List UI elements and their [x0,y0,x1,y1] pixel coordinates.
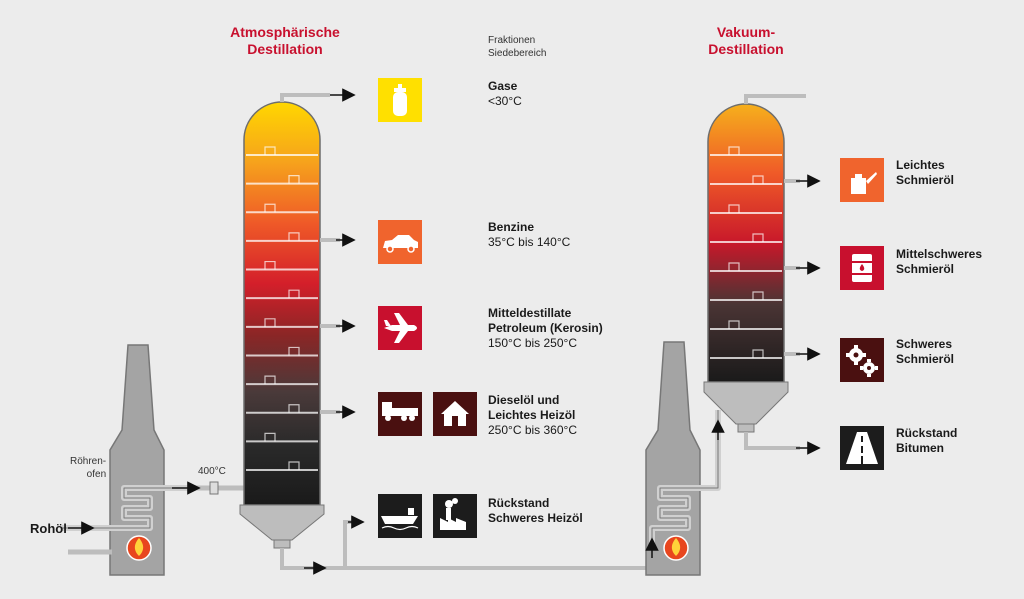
bubble-cap [264,432,276,442]
bubble-cap [264,375,276,385]
product-diesel-range: 250°C bis 360°C [488,423,577,437]
bubble-cap [288,232,300,241]
tile-gasoline [378,220,422,264]
bubble-cap [264,146,276,155]
product-gasoline: Benzine 35°C bis 140°C [488,220,570,250]
product-gases-range: <30°C [488,94,522,108]
crude-oil-label: Rohöl [30,521,67,536]
bubble-cap [728,320,740,329]
bubble-cap [752,349,764,358]
oil-can-icon [851,172,877,194]
tile-gases [378,78,422,122]
product-gasoline-name: Benzine [488,220,535,234]
title-atmospheric-line2: Destillation [247,41,323,57]
tile-bitumen [840,426,884,470]
product-residue-name: Rückstand [488,496,550,510]
factory-icon [440,498,466,530]
title-atmospheric: Atmosphärische Destillation [212,24,358,58]
bubble-cap [288,404,300,413]
product-residue-name2: Schweres Heizöl [488,511,583,525]
atmospheric-column [239,101,325,549]
product-heavy-lube-name: Schweres [896,337,953,351]
product-kerosene: Mitteldestillate Petroleum (Kerosin) 150… [488,306,603,351]
product-residue: Rückstand Schweres Heizöl [488,496,583,526]
tile-residue-factory [433,494,477,538]
vacuum-column [703,103,789,433]
bubble-cap [728,262,740,271]
product-bitumen-name2: Bitumen [896,441,944,455]
product-bitumen: Rückstand Bitumen [896,426,957,456]
bubble-cap [752,175,764,184]
temperature-label: 400°C [198,466,226,477]
product-medium-lube-name: Mittelschweres [896,247,983,261]
oil-drum-icon [852,254,872,282]
bubble-cap [728,146,740,155]
tile-heavy-lube [840,338,884,382]
bubble-cap [728,204,740,213]
header-fractions: Fraktionen [488,35,536,46]
product-heavy-lube-name2: Schmieröl [896,352,955,366]
bubble-cap [752,291,764,300]
title-vacuum-line1: Vakuum- [716,24,776,40]
product-heavy-lube: Schweres Schmieröl [896,337,954,367]
product-medium-lube: Mittelschweres Schmieröl [896,247,982,277]
product-diesel-name: Dieselöl und [488,393,560,407]
bubble-cap [288,175,300,184]
airplane-icon [384,313,417,343]
furnace-label: Röhren- ofen [70,455,106,481]
valve [209,481,219,495]
product-light-lube: Leichtes Schmieröl [896,158,954,188]
furnace-2 [645,341,725,576]
tile-diesel-truck [378,392,422,436]
product-gases: Gase <30°C [488,79,522,109]
bubble-cap [288,346,300,356]
ship-icon [381,508,419,531]
product-kerosene-name2: Petroleum (Kerosin) [488,321,603,335]
gas-cylinder-icon [393,84,407,116]
product-light-lube-name: Leichtes [896,158,945,172]
bubble-cap [752,233,764,242]
product-kerosene-range: 150°C bis 250°C [488,336,577,350]
tile-diesel-house [433,392,477,436]
product-diesel-name2: Leichtes Heizöl [488,408,576,422]
product-kerosene-name: Mitteldestillate [488,306,572,320]
flame-icon [126,535,152,561]
title-atmospheric-line1: Atmosphärische [230,24,340,40]
tile-light-lube [840,158,884,202]
bubble-cap [288,289,300,299]
car-icon [383,235,418,253]
tile-medium-lube [840,246,884,290]
road-icon [846,432,878,464]
title-vacuum: Vakuum- Destillation [676,24,816,58]
bubble-cap [264,203,276,213]
product-light-lube-name2: Schmieröl [896,173,955,187]
truck-icon [382,402,418,421]
product-medium-lube-name2: Schmieröl [896,262,955,276]
bubble-cap [264,318,276,327]
tile-kerosene [378,306,422,350]
furnace-label-line1: Röhren- [70,456,107,467]
header-boiling-range: Siedebereich [488,48,547,59]
furnace-label-line2: ofen [86,469,107,480]
tile-residue-ship [378,494,422,538]
bubble-cap [288,461,300,470]
bubble-cap [264,260,276,270]
house-icon [441,401,469,426]
title-vacuum-line2: Destillation [708,41,784,57]
product-gases-name: Gase [488,79,518,93]
furnace-1 [62,344,244,576]
product-gasoline-range: 35°C bis 140°C [488,235,571,249]
product-diesel: Dieselöl und Leichtes Heizöl 250°C bis 3… [488,393,577,438]
flame-icon [663,535,689,561]
product-bitumen-name: Rückstand [896,426,958,440]
gears-icon [846,345,878,377]
column-header: Fraktionen Siedebereich [488,34,546,60]
